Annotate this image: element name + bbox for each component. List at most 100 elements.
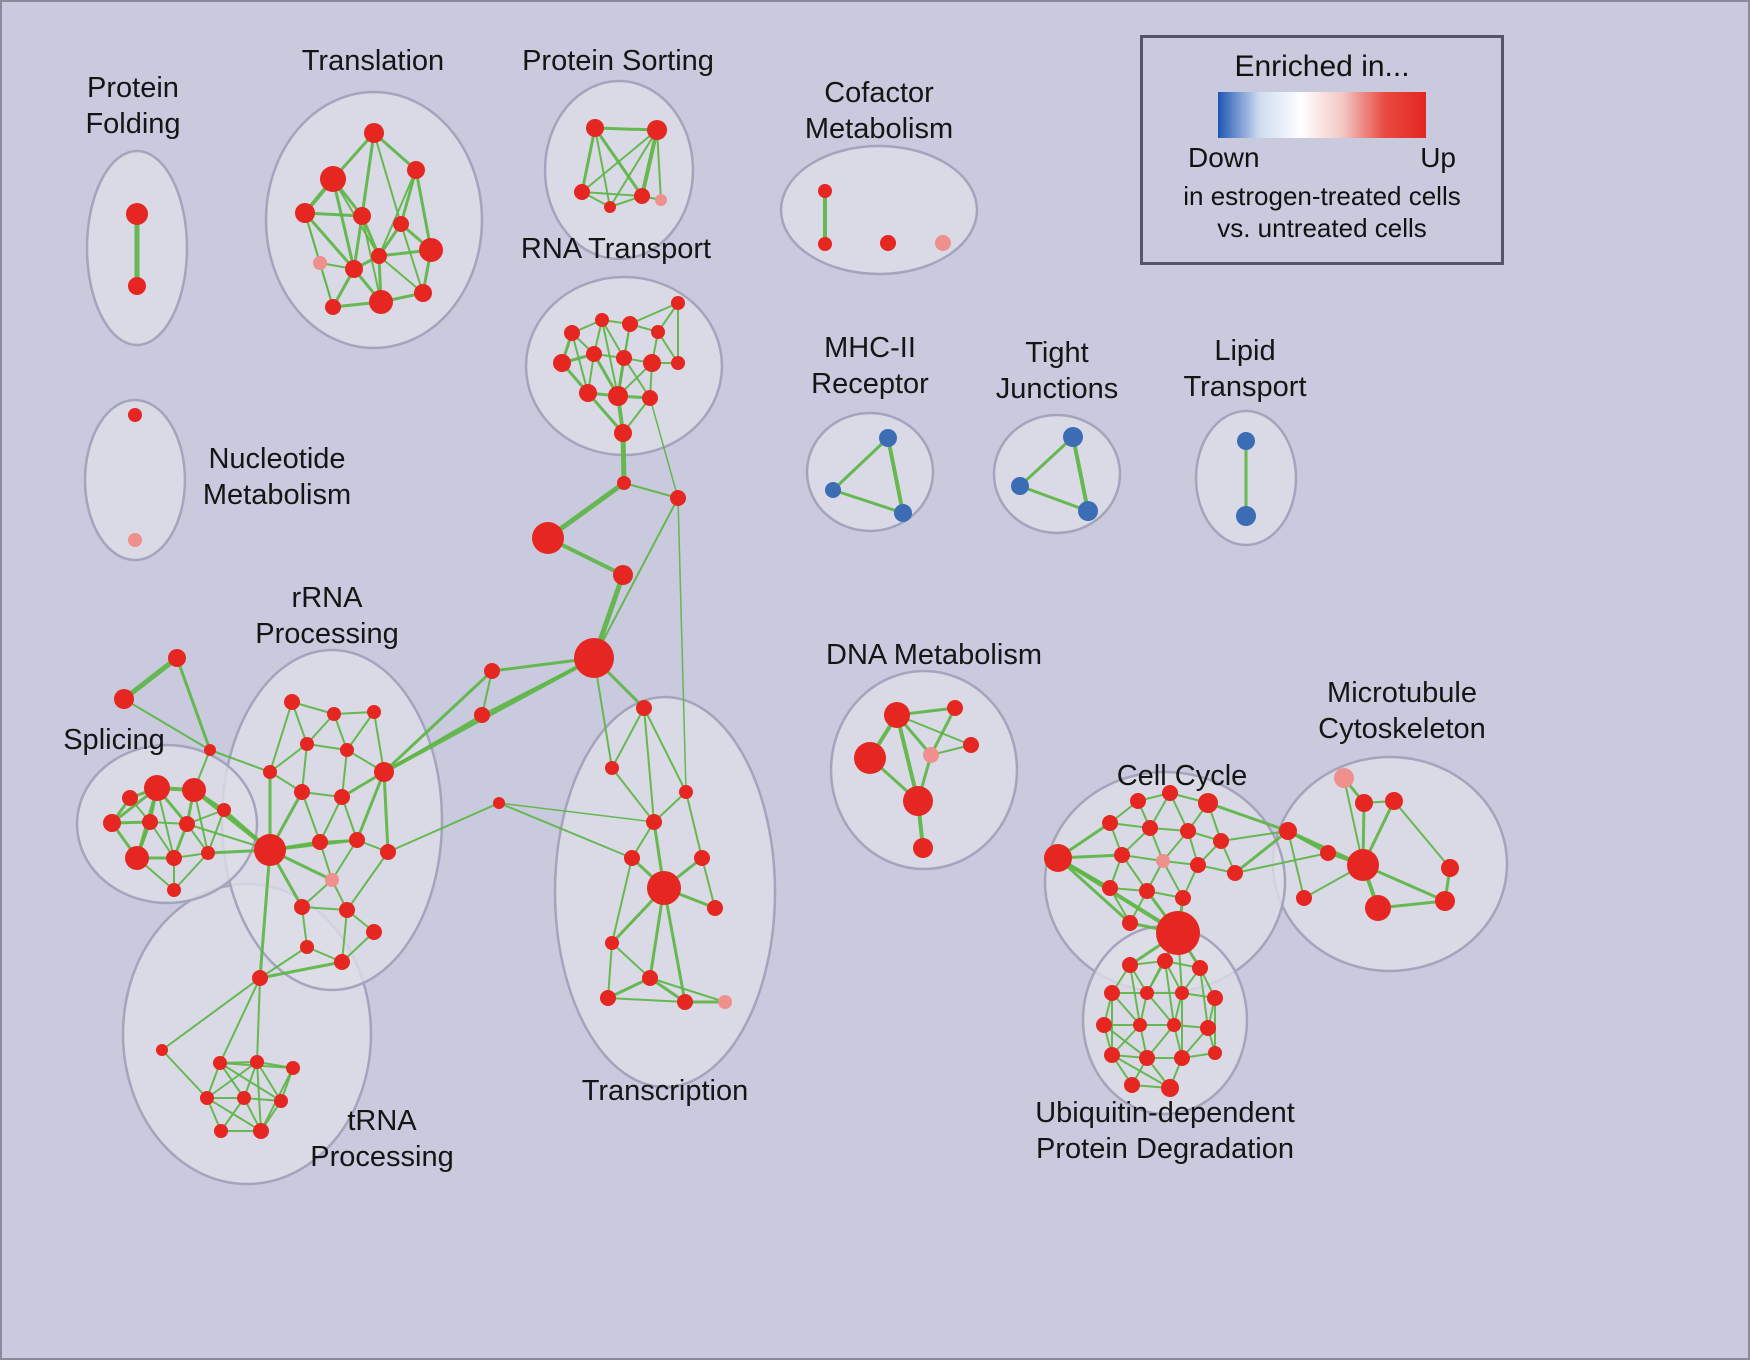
node-dm5[interactable] [963, 737, 979, 753]
node-cc13[interactable] [1102, 880, 1118, 896]
node-u17[interactable] [1161, 1079, 1179, 1097]
node-cm3[interactable] [880, 235, 896, 251]
node-u7[interactable] [1207, 990, 1223, 1006]
node-cc12[interactable] [1227, 865, 1243, 881]
node-cc9[interactable] [1114, 847, 1130, 863]
node-rt9[interactable] [643, 354, 661, 372]
node-dm1[interactable] [884, 702, 910, 728]
node-rt12[interactable] [608, 386, 628, 406]
node-ps4[interactable] [634, 188, 650, 204]
node-bh1[interactable] [574, 638, 614, 678]
node-cc6[interactable] [1142, 820, 1158, 836]
node-tr6[interactable] [694, 850, 710, 866]
node-rt14[interactable] [614, 424, 632, 442]
node-ps6[interactable] [655, 194, 667, 206]
node-cc7[interactable] [1180, 823, 1196, 839]
node-tr12[interactable] [677, 994, 693, 1010]
node-dm7[interactable] [913, 838, 933, 858]
node-t8[interactable] [313, 256, 327, 270]
node-ps2[interactable] [647, 120, 667, 140]
node-cm2[interactable] [818, 237, 832, 251]
node-tp3[interactable] [250, 1055, 264, 1069]
node-cc17[interactable] [1122, 915, 1138, 931]
node-n6[interactable] [493, 797, 505, 809]
node-mh1[interactable] [879, 429, 897, 447]
node-dm3[interactable] [854, 742, 886, 774]
node-u2[interactable] [1157, 953, 1173, 969]
node-rr10[interactable] [254, 834, 286, 866]
node-t7[interactable] [419, 238, 443, 262]
node-n1[interactable] [617, 476, 631, 490]
node-rr5[interactable] [340, 743, 354, 757]
node-t11[interactable] [325, 299, 341, 315]
node-t4[interactable] [295, 203, 315, 223]
node-rt4[interactable] [651, 325, 665, 339]
node-u6[interactable] [1175, 986, 1189, 1000]
node-tr11[interactable] [600, 990, 616, 1006]
node-tp4[interactable] [286, 1061, 300, 1075]
node-tp7[interactable] [274, 1094, 288, 1108]
node-tj2[interactable] [1011, 477, 1029, 495]
node-sp5[interactable] [142, 814, 158, 830]
node-s3[interactable] [204, 744, 216, 756]
node-rt8[interactable] [616, 350, 632, 366]
node-n5[interactable] [670, 490, 686, 506]
node-u9[interactable] [1133, 1018, 1147, 1032]
node-rr6[interactable] [374, 762, 394, 782]
node-tr2[interactable] [605, 761, 619, 775]
node-s1[interactable] [168, 649, 186, 667]
node-sp3[interactable] [122, 790, 138, 806]
node-tj1[interactable] [1063, 427, 1083, 447]
node-tr1[interactable] [636, 700, 652, 716]
node-mc7[interactable] [1441, 859, 1459, 877]
node-nm2[interactable] [128, 533, 142, 547]
node-t5[interactable] [353, 207, 371, 225]
node-sp7[interactable] [217, 803, 231, 817]
node-bh0[interactable] [532, 522, 564, 554]
node-rt13[interactable] [642, 390, 658, 406]
node-tr8[interactable] [707, 900, 723, 916]
node-cm4[interactable] [935, 235, 951, 251]
node-tp6[interactable] [237, 1091, 251, 1105]
node-cc1[interactable] [1044, 844, 1072, 872]
node-t10[interactable] [369, 290, 393, 314]
node-sp9[interactable] [166, 850, 182, 866]
node-u5[interactable] [1140, 986, 1154, 1000]
node-rt3[interactable] [622, 316, 638, 332]
node-sp6[interactable] [179, 816, 195, 832]
node-rr7[interactable] [263, 765, 277, 779]
node-rr11[interactable] [312, 834, 328, 850]
node-cc3[interactable] [1162, 785, 1178, 801]
node-cc11[interactable] [1190, 857, 1206, 873]
node-u14[interactable] [1174, 1050, 1190, 1066]
node-cc10[interactable] [1156, 854, 1170, 868]
node-cm1[interactable] [818, 184, 832, 198]
node-u3[interactable] [1192, 960, 1208, 976]
node-tp2[interactable] [213, 1056, 227, 1070]
node-n3[interactable] [484, 663, 500, 679]
node-tr3[interactable] [679, 785, 693, 799]
node-cc14[interactable] [1139, 883, 1155, 899]
node-u16[interactable] [1124, 1077, 1140, 1093]
node-rr16[interactable] [339, 902, 355, 918]
node-mc6[interactable] [1347, 849, 1379, 881]
node-pf1[interactable] [126, 203, 148, 225]
node-dm6[interactable] [903, 786, 933, 816]
node-sp4[interactable] [103, 814, 121, 832]
node-tr7[interactable] [647, 871, 681, 905]
node-sp1[interactable] [144, 775, 170, 801]
node-rr9[interactable] [334, 789, 350, 805]
node-mc9[interactable] [1435, 891, 1455, 911]
node-mc8[interactable] [1365, 895, 1391, 921]
node-t6[interactable] [393, 216, 409, 232]
node-mh2[interactable] [825, 482, 841, 498]
node-pf2[interactable] [128, 277, 146, 295]
node-ps5[interactable] [604, 201, 616, 213]
node-rt6[interactable] [553, 354, 571, 372]
node-t1[interactable] [364, 123, 384, 143]
node-sp11[interactable] [167, 883, 181, 897]
node-mc3[interactable] [1385, 792, 1403, 810]
node-rt11[interactable] [579, 384, 597, 402]
node-cc15[interactable] [1175, 890, 1191, 906]
node-rr13[interactable] [380, 844, 396, 860]
